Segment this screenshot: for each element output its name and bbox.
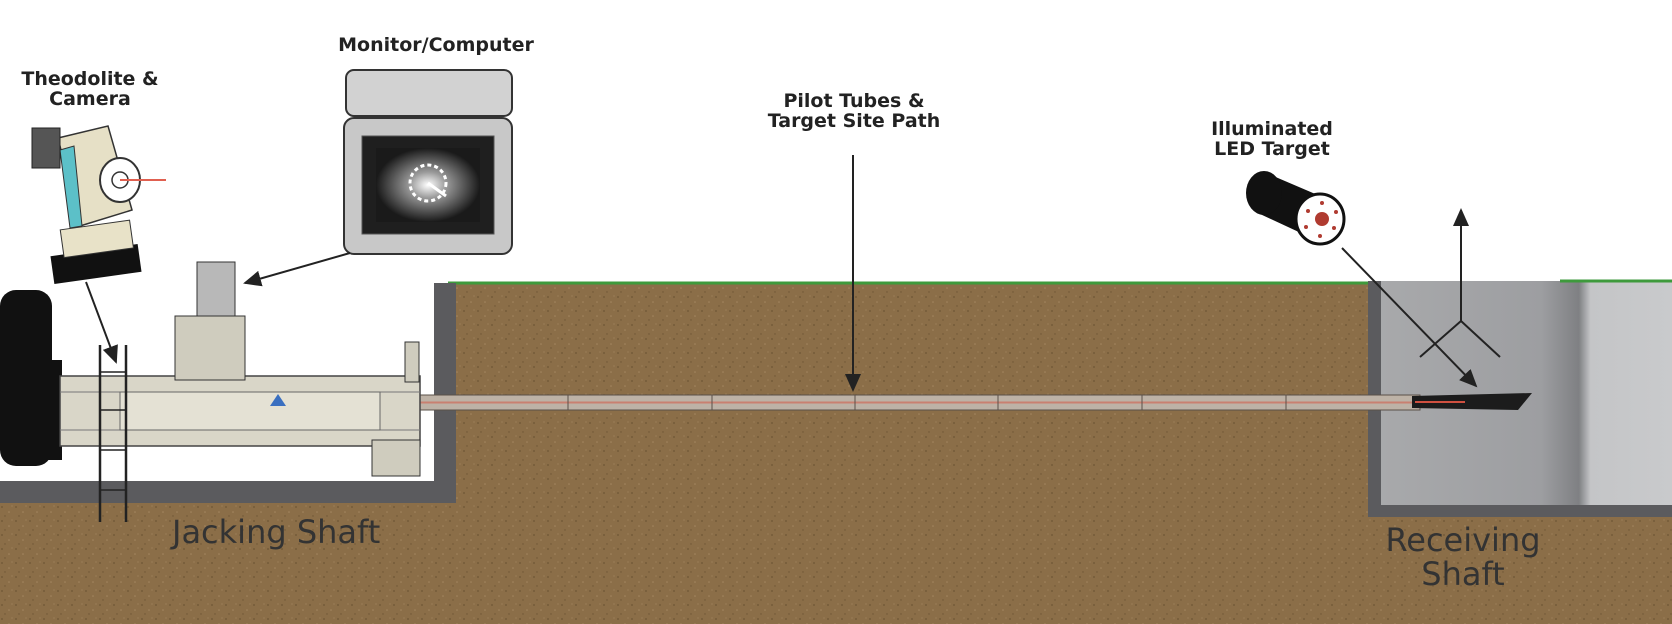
theodolite-icon: [31, 125, 166, 284]
pilot-tube: [419, 393, 1532, 411]
led-target-icon: [1246, 171, 1346, 246]
led-target-label: Illuminated LED Target: [1211, 118, 1333, 160]
monitor-label: Monitor/Computer: [338, 34, 534, 56]
ladder: [98, 345, 128, 522]
jacking-machine: [0, 261, 421, 477]
receiving-shaft: [1368, 279, 1672, 517]
theodolite-label: Theodolite & Camera: [21, 68, 159, 110]
monitor-icon: [343, 69, 513, 255]
axis-indicator-icon: [1419, 208, 1501, 358]
jacking-shaft-label: Jacking Shaft: [172, 513, 381, 551]
pilot-tubes-label: Pilot Tubes & Target Site Path: [767, 90, 941, 132]
receiving-shaft-label: Receiving Shaft: [1385, 521, 1541, 593]
